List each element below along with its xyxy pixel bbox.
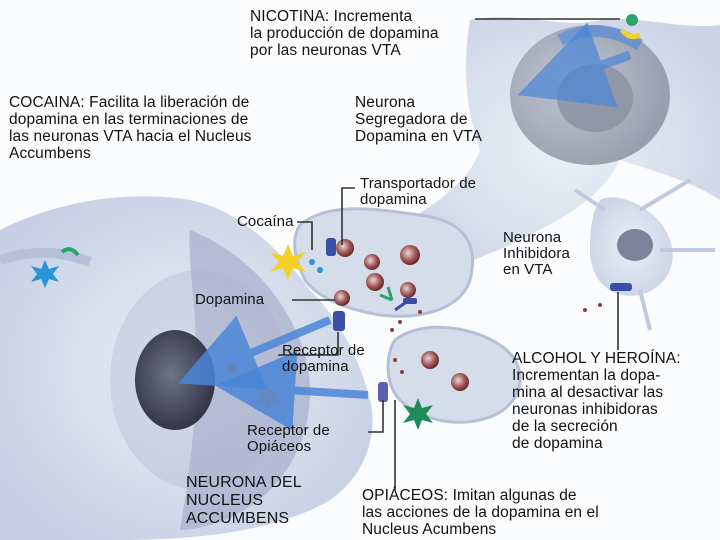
vta-inhibitory-neuron: [573, 178, 715, 331]
blue-starburst: [31, 247, 80, 288]
leader-lines: [278, 18, 620, 490]
dopamine-dots: [390, 303, 602, 374]
opioid-molecules: [379, 286, 433, 430]
label-nicotina: NICOTINA: Incrementa la producción de do…: [250, 8, 439, 59]
label-receptor-dopamina: Receptor de dopamina: [282, 342, 365, 375]
cocaine-molecule: [270, 244, 323, 280]
label-receptor-opiaceos: Receptor de Opiáceos: [247, 422, 330, 455]
label-cocaina-efecto: COCAINA: Facilita la liberación de dopam…: [9, 94, 252, 162]
label-cocaina: Cocaína: [237, 213, 294, 230]
vta-axon-terminal: [293, 207, 475, 318]
label-transportador: Transportador de dopamina: [360, 175, 477, 208]
label-alcohol-heroina: ALCOHOL Y HEROÍNA: Incrementan la dopa- …: [512, 350, 681, 452]
nicotine-molecule: [620, 14, 642, 40]
signal-arrows: [178, 22, 632, 431]
label-opiaceos: OPIÁCEOS: Imitan algunas de las acciones…: [362, 487, 599, 538]
label-neurona-inhibidora: Neurona Inhibidora en VTA: [503, 229, 570, 278]
label-neurona-segregadora: Neurona Segregadora de Dopamina en VTA: [355, 94, 482, 145]
dopamine-vesicles: [334, 239, 469, 391]
label-dopamina: Dopamina: [195, 291, 265, 308]
receptors: [326, 238, 417, 402]
label-neurona-nucleus-accumbens: NEURONA DEL NUCLEUS ACCUMBENS: [186, 474, 302, 527]
lower-axon-terminal: [386, 325, 522, 424]
